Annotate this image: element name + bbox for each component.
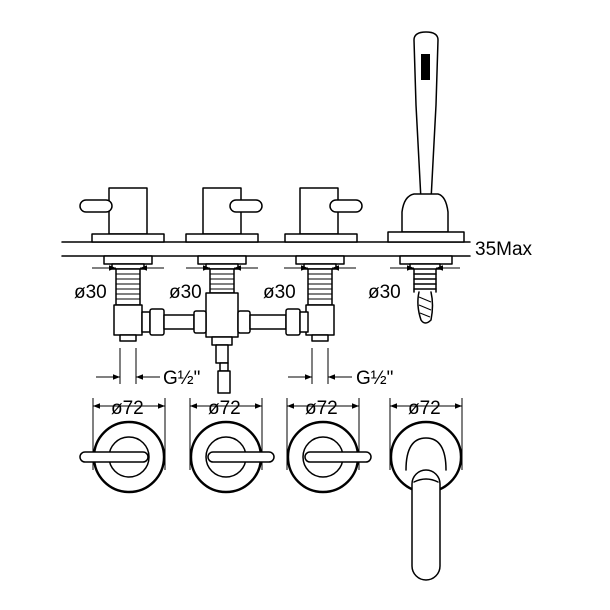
rosette-diameter-label-1: ø72 [111, 398, 144, 419]
thread-dimension-lines [96, 348, 352, 384]
hand-shower [387, 31, 465, 324]
hole-diameter-label-2: ø30 [169, 282, 202, 303]
deck-thickness-label: 35Max [475, 239, 533, 260]
plan-rosette-2 [189, 420, 275, 494]
valve-1 [79, 187, 165, 342]
hole-diameter-label-3: ø30 [263, 282, 296, 303]
deck-surface [61, 241, 471, 257]
plan-rosette-1 [79, 420, 166, 494]
rosette-diameter-label-2: ø72 [208, 398, 241, 419]
plan-rosette-3 [286, 420, 372, 494]
hole-diameter-label-4: ø30 [368, 282, 401, 303]
plan-hand-shower [389, 420, 463, 581]
thread-size-label-1: G½" [163, 368, 200, 389]
rosette-diameter-label-3: ø72 [305, 398, 338, 419]
thread-size-label-2: G½" [356, 368, 393, 389]
rosette-diameter-label-4: ø72 [408, 398, 441, 419]
connecting-pipes [141, 308, 309, 336]
hole-diameter-label-1: ø30 [74, 282, 107, 303]
valve-3 [284, 187, 363, 342]
